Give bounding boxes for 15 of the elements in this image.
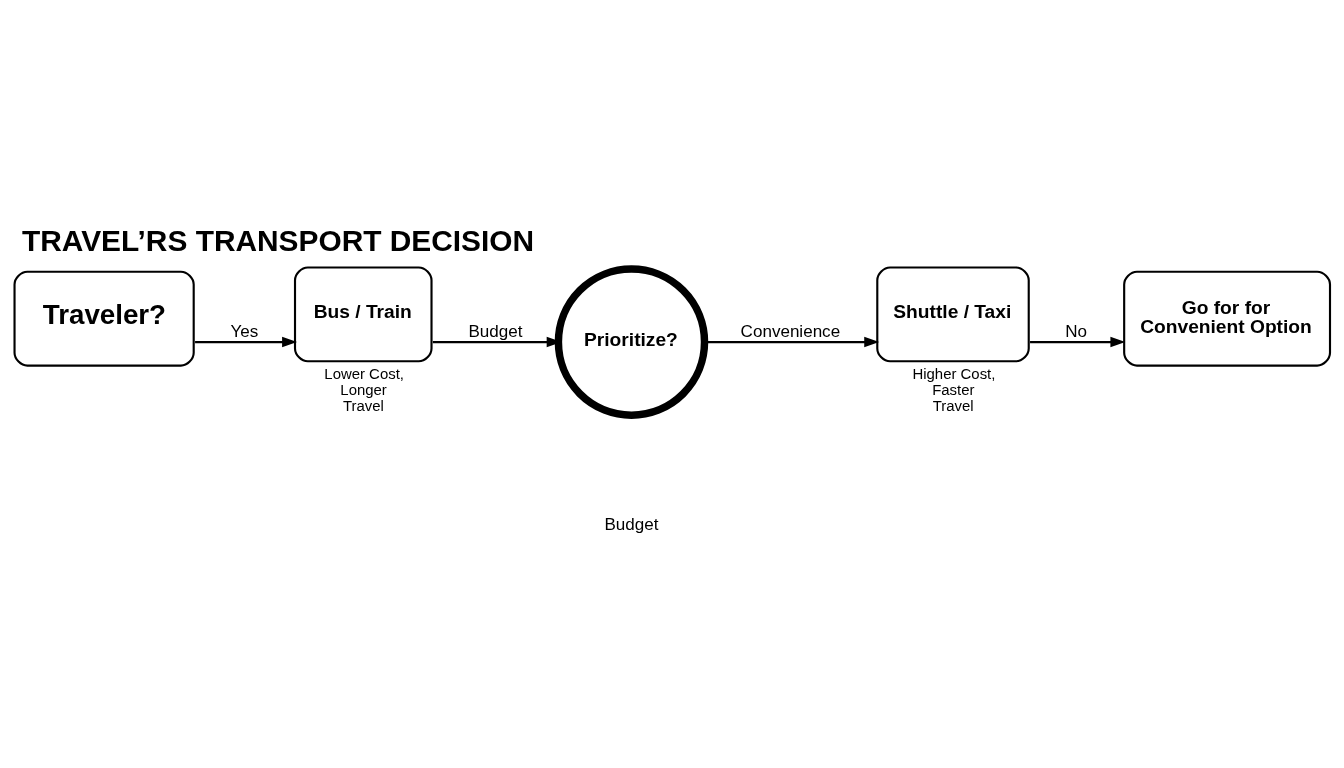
node-circle: Prioritize?	[554, 264, 709, 419]
node-box: Go for for Convenient Option	[1123, 270, 1332, 367]
edge-label: Yes	[230, 321, 259, 341]
node-box: Shuttle / Taxi	[876, 265, 1030, 362]
edge-label: Budget	[468, 321, 523, 341]
diagram-title: TRAVEL’RS TRANSPORT DECISION	[22, 223, 535, 257]
node-label: Lower Cost, Longer Travel	[324, 364, 404, 414]
arrow	[195, 336, 298, 347]
arrow	[1030, 336, 1126, 347]
node-label: Higher Cost, Faster Travel	[912, 364, 996, 414]
edge-label: Convenience	[740, 321, 841, 341]
edge-label: No	[1065, 321, 1088, 341]
node-box: Bus / Train	[293, 265, 433, 362]
label: Budget	[604, 514, 659, 534]
node-box: Traveler?	[13, 270, 195, 367]
